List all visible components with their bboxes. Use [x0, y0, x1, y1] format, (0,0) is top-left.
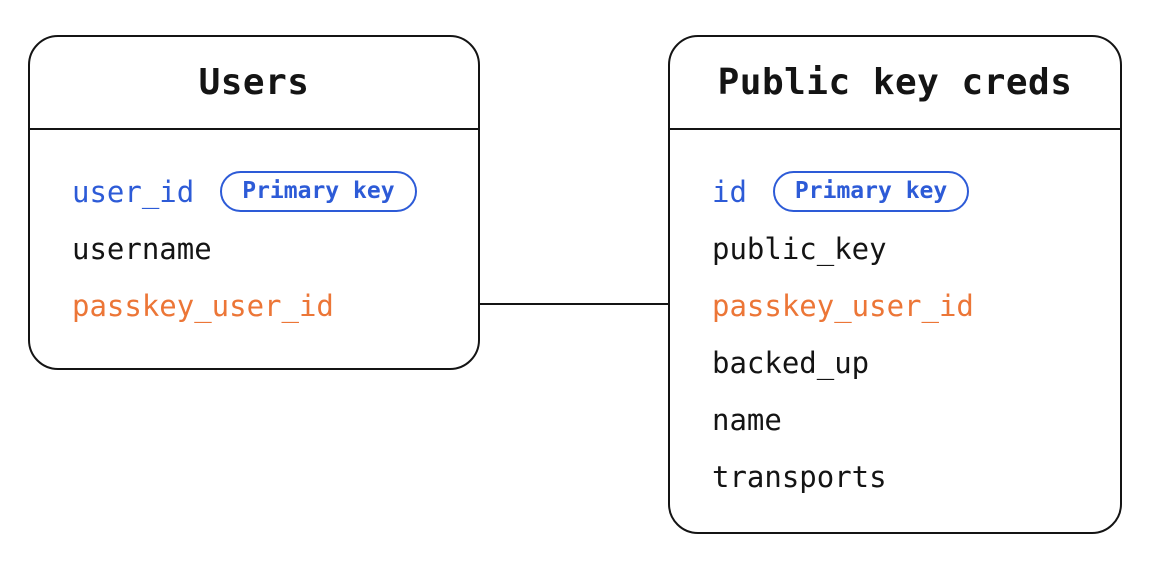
- field-name-name: name: [712, 402, 782, 437]
- table-users-title: Users: [198, 62, 310, 103]
- relationship-line: [480, 303, 668, 305]
- field-row-backed-up: backed_up: [712, 334, 1110, 391]
- field-name-id: id: [712, 174, 747, 209]
- table-card-public-key-creds: Public key creds id Primary key public_k…: [668, 35, 1122, 534]
- table-creds-header: Public key creds: [670, 37, 1120, 130]
- table-card-users: Users user_id Primary key username passk…: [28, 35, 480, 370]
- field-row-user-id: user_id Primary key: [72, 163, 468, 220]
- field-row-transports: transports: [712, 448, 1110, 505]
- field-row-passkey-user-id: passkey_user_id: [712, 277, 1110, 334]
- field-row-username: username: [72, 220, 468, 277]
- field-name-backed-up: backed_up: [712, 345, 870, 380]
- field-name-transports: transports: [712, 459, 887, 494]
- primary-key-badge: Primary key: [220, 171, 417, 212]
- field-name-username: username: [72, 231, 212, 266]
- table-creds-body: id Primary key public_key passkey_user_i…: [670, 130, 1120, 505]
- field-row-public-key: public_key: [712, 220, 1110, 277]
- field-name-passkey-user-id: passkey_user_id: [712, 288, 974, 323]
- table-users-header: Users: [30, 37, 478, 130]
- primary-key-badge: Primary key: [772, 171, 970, 212]
- field-name-passkey-user-id: passkey_user_id: [72, 288, 334, 323]
- field-name-user-id: user_id: [72, 174, 195, 209]
- field-row-id: id Primary key: [712, 163, 1110, 220]
- field-row-passkey-user-id: passkey_user_id: [72, 277, 468, 334]
- field-name-public-key: public_key: [712, 231, 887, 266]
- table-users-body: user_id Primary key username passkey_use…: [30, 130, 478, 334]
- table-creds-title: Public key creds: [717, 62, 1073, 103]
- field-row-name: name: [712, 391, 1110, 448]
